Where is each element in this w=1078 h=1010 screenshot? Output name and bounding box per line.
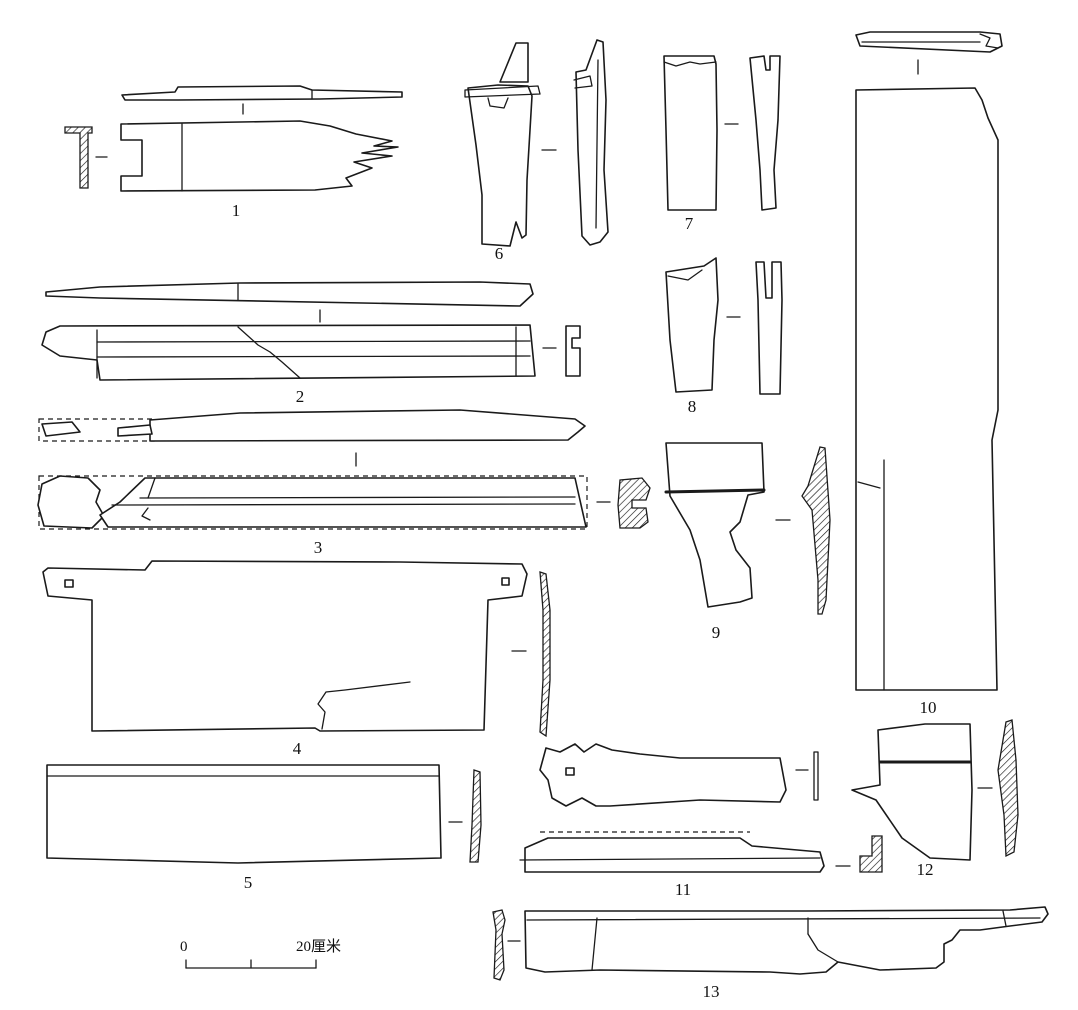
artifact-2: 2 [41,281,581,406]
artifact-6-side-view [575,39,609,246]
artifact-11-side-view [524,837,825,873]
artifact-7-front-view [663,55,718,211]
artifact-8-front-view [665,257,719,393]
scale-bar: 0 20厘米 [180,938,341,969]
artifact-11: 11 [519,743,883,899]
artifact-4-nail-hole-left [64,579,74,588]
artifact-13: 13 [492,906,1049,1001]
artifact-9-band [664,488,766,494]
artifact-1-top-view [121,85,403,101]
artifact-11-top-view [539,743,787,807]
artifact-3-section [617,477,651,529]
figure-label-3: 3 [314,538,323,557]
artifact-4: 4 [42,560,551,758]
artifact-4-section [539,571,551,738]
artifact-13-board [524,906,1049,975]
figure-label-6: 6 [495,244,504,263]
figure-label-12: 12 [917,860,934,879]
artifact-8: 8 [665,257,783,416]
scale-end-label: 20厘米 [296,938,341,955]
artifact-1-section [64,126,93,189]
artifact-3-groove-2 [111,503,576,506]
artifact-6-side-peg [573,75,593,89]
artifact-6: 6 [464,39,609,263]
artifact-3-front-fragment [37,475,105,529]
artifact-11-section [813,751,819,801]
artifact-3-front-outline [38,475,588,530]
artifact-13-curve [807,933,839,963]
artifact-9-section [801,446,831,615]
artifact-13-joint-1 [591,917,598,971]
artifact-5: 5 [46,764,482,892]
artifact-4-nail-hole-right [501,577,510,586]
artifact-10-board [855,87,999,691]
artifact-4-crack [317,681,411,730]
artifact-13-edge-line [526,917,1041,921]
figure-label-11: 11 [675,880,691,899]
artifact-2-section [565,325,581,377]
figure-label-4: 4 [293,739,302,758]
artifact-3-front-view [99,477,587,528]
artifact-1: 1 [64,85,403,220]
artifact-6-front-view [467,84,533,247]
artifact-3: 3 [37,409,651,557]
figure-label-9: 9 [712,623,721,642]
artifact-11-nail-hole [565,767,575,776]
figure-label-2: 2 [296,387,305,406]
artifact-6-notch [487,97,509,109]
artifact-12: 12 [851,719,1019,879]
artifact-9: 9 [664,442,831,642]
artifact-7-side-view [749,55,781,211]
artifact-4-board [42,560,528,732]
artifact-6-side-inner [595,59,599,229]
artifact-11-section-2 [859,835,883,873]
artifact-7: 7 [663,55,781,233]
artifact-9-front-view [665,442,765,608]
artifact-7-broken-top [663,61,717,67]
artifact-5-board [46,764,442,864]
artifact-2-groove-lower [96,355,531,358]
figure-label-10: 10 [920,698,937,717]
artifact-6-peg [464,85,541,98]
figure-label-8: 8 [688,397,697,416]
artifact-3-edge [147,477,156,499]
figure-label-1: 1 [232,201,241,220]
artifact-12-front-view [851,723,973,861]
artifact-8-broken-top [667,269,703,281]
artifact-11-edge-line [519,857,821,861]
artifact-3-top-view [149,409,586,442]
artifact-2-front-view [41,324,536,381]
artifact-5-section [469,769,482,863]
figure-label-5: 5 [244,873,253,892]
artifact-1-front-view [120,120,399,192]
artifact-10: 10 [855,31,1003,717]
artifact-10-crack [857,481,881,489]
artifact-13-joint-3 [1002,910,1007,927]
figure-label-7: 7 [685,214,694,233]
artifact-3-top-fragment-2 [117,424,153,437]
artifact-2-fracture [237,326,301,379]
figure-label-13: 13 [703,982,720,1001]
artifact-13-section [492,909,506,981]
artifact-3-crack [141,507,151,521]
artifact-2-top-view [45,281,534,307]
artifact-2-groove-upper [96,340,531,343]
artifact-12-section [997,719,1019,858]
artifact-6-tab [499,42,529,83]
artifact-3-top-fragment [41,421,81,437]
scale-start-label: 0 [180,939,188,955]
artifact-10-top-end [979,33,999,49]
artifact-3-groove [139,496,576,499]
artifact-8-side-view [755,261,783,395]
